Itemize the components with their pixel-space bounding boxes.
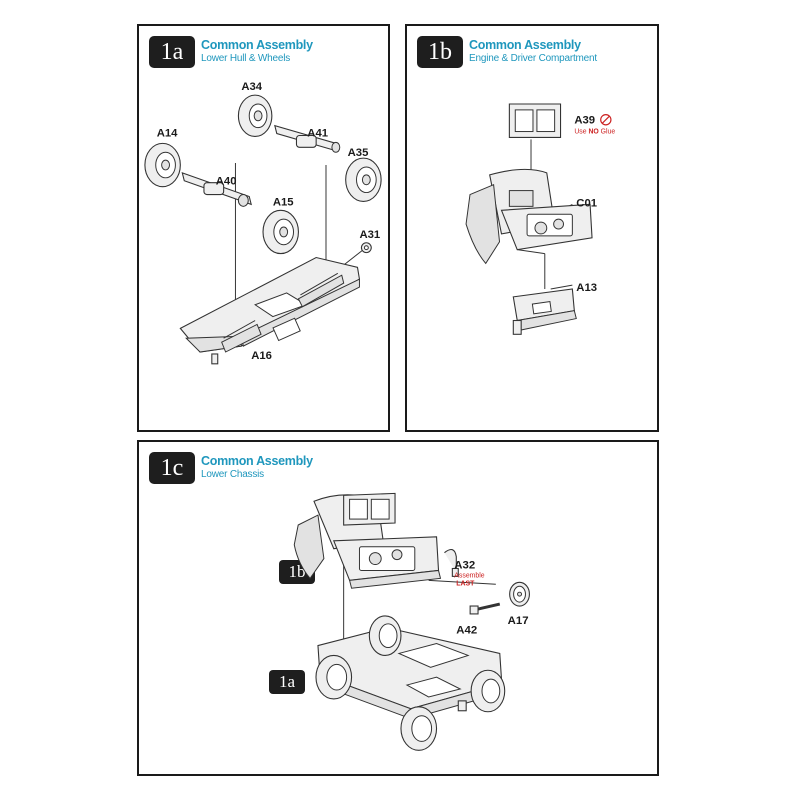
part-c01 — [465, 168, 593, 265]
part-a31 — [360, 242, 372, 254]
label-a42: A42 — [456, 625, 477, 637]
part-a32 — [444, 548, 459, 577]
step-subtitle: Engine & Driver Compartment — [469, 53, 597, 64]
part-a42 — [469, 602, 501, 615]
label-a34: A34 — [241, 81, 262, 93]
assemble-note-line2: LAST — [456, 580, 475, 587]
part-a39 — [508, 103, 562, 138]
label-a41: A41 — [307, 127, 328, 139]
label-a32: A32 — [454, 559, 475, 571]
step-badge: 1b — [417, 36, 463, 68]
step-title: Common Assembly — [201, 454, 313, 468]
axle-a41 — [274, 124, 341, 153]
subassembly-1a-drawing — [315, 615, 506, 751]
no-glue-icon — [600, 114, 612, 126]
label-a14: A14 — [157, 127, 178, 139]
step-heading: Common Assembly Engine & Driver Compartm… — [469, 38, 597, 64]
step-1b-panel: 1b Common Assembly Engine & Driver Compa… — [405, 24, 659, 432]
label-a17: A17 — [508, 615, 529, 627]
engine-driver-compartment-diagram: A39 Use NO Glue C01 A13 — [465, 103, 615, 335]
step-subtitle: Lower Hull & Wheels — [201, 53, 291, 64]
step-title: Common Assembly — [469, 38, 581, 52]
assemble-note-line1: Assemble — [454, 572, 484, 579]
wheel-a14 — [144, 142, 181, 188]
label-a35: A35 — [348, 147, 369, 159]
lower-hull-wheels-diagram: A34 A41 A14 A35 A40 A15 A31 A16 — [144, 81, 382, 365]
wheel-a35 — [345, 157, 382, 202]
subassembly-ref-1a: 1a — [269, 670, 305, 694]
step-1c-panel: 1c Common Assembly Lower Chassis 1b 1a — [137, 440, 659, 776]
step-heading: Common Assembly Lower Chassis — [201, 454, 313, 480]
wheel-a34 — [237, 94, 273, 138]
step-badge: 1a — [149, 36, 195, 68]
label-a15: A15 — [273, 196, 294, 208]
axle-a40 — [181, 172, 252, 207]
part-a13 — [512, 288, 577, 335]
step-subtitle: Lower Chassis — [201, 469, 264, 480]
label-a31: A31 — [359, 229, 380, 241]
subassembly-1b-drawing — [293, 492, 442, 589]
label-c01: C01 — [576, 197, 597, 209]
label-a16: A16 — [251, 350, 272, 362]
part-a17 — [509, 581, 530, 607]
step-heading: Common Assembly Lower Hull & Wheels — [201, 38, 313, 64]
step-title: Common Assembly — [201, 38, 313, 52]
no-glue-note: Use NO Glue — [574, 129, 615, 136]
label-a39: A39 — [574, 115, 595, 127]
step-1a-panel: 1a Common Assembly Lower Hull & Wheels — [137, 24, 390, 432]
step-badge: 1c — [149, 452, 195, 484]
label-a40: A40 — [216, 176, 237, 188]
wheel-a15 — [262, 209, 299, 255]
lower-chassis-diagram: A32 Assemble LAST A42 A17 — [293, 492, 530, 751]
hull-frame-a16 — [179, 256, 361, 365]
label-a13: A13 — [576, 282, 597, 294]
